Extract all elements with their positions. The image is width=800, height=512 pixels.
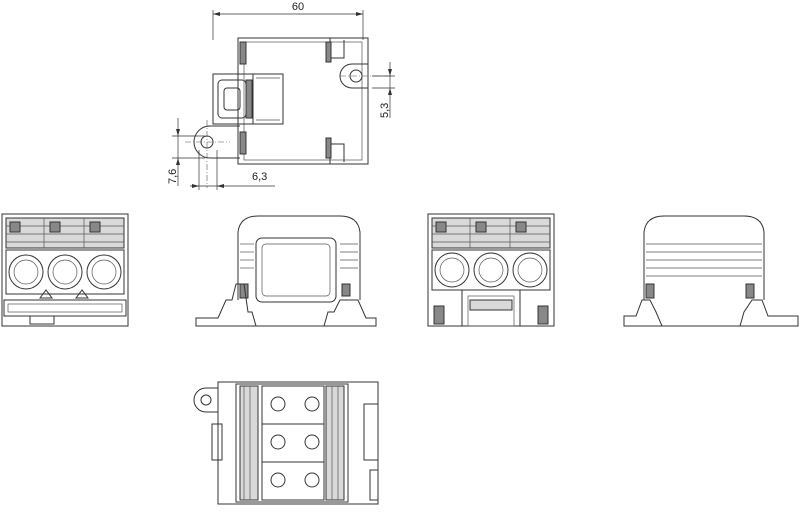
dimension-hole-vertical-label: 7,6 <box>167 169 179 184</box>
dimension-slot-offset-label: 5,3 <box>379 103 391 118</box>
dimension-width: 60 <box>212 1 364 40</box>
side-view-right <box>623 215 799 327</box>
dimension-width-label: 60 <box>292 1 304 13</box>
dimension-hole-horizontal: 6,3 <box>190 150 275 190</box>
side-view-left <box>195 215 377 327</box>
dimension-hole-vertical: 7,6 <box>167 118 205 186</box>
top-view: 60 <box>167 1 395 190</box>
plan-view <box>193 381 379 505</box>
dimension-hole-horizontal-label: 6,3 <box>252 171 267 183</box>
dimension-slot-offset: 5,3 <box>372 62 395 118</box>
front-view <box>1 213 129 327</box>
front-view-alt <box>427 213 555 327</box>
